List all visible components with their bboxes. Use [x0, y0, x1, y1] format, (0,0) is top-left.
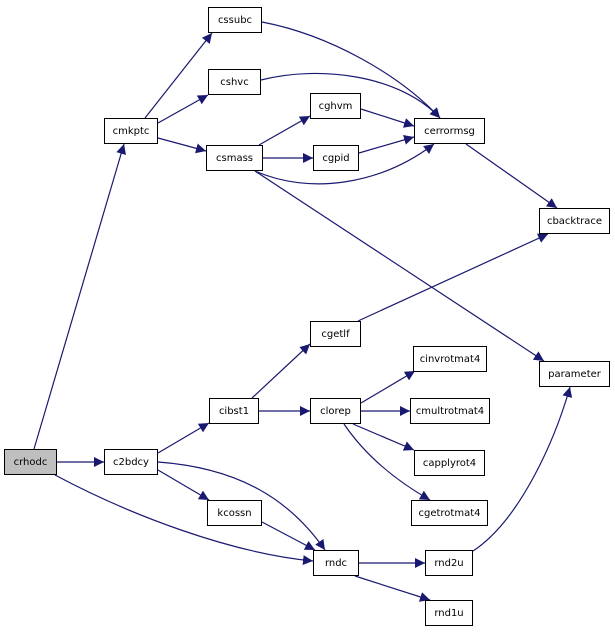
edge-c2bdcy-to-kcossn [157, 469, 210, 501]
edge-cshvc-to-cerrormsg [260, 72, 441, 119]
edge-cerrormsg-to-cbacktrace [465, 143, 558, 209]
node-cerrormsg[interactable]: cerrormsg [414, 118, 485, 144]
node-cbacktrace[interactable]: cbacktrace [539, 208, 610, 234]
edge-crhodc-to-cmkptc [33, 143, 126, 450]
edge-c2bdcy-to-cibst1 [157, 422, 210, 454]
edge-clorep-to-capplyrot4 [352, 423, 415, 451]
edge-rndc-to-rnd1u [354, 575, 431, 602]
node-rndc[interactable]: rndc [313, 550, 359, 576]
edge-rnd2u-to-parameter [472, 386, 573, 552]
node-cmultrotmat4[interactable]: cmultrotmat4 [410, 398, 490, 424]
node-cmkptc[interactable]: cmkptc [104, 118, 158, 144]
node-cghvm[interactable]: cghvm [310, 93, 361, 119]
node-parameter[interactable]: parameter [539, 361, 610, 387]
edge-csmass-to-parameter [254, 170, 545, 362]
node-csmass[interactable]: csmass [206, 145, 263, 171]
edge-crhodc-to-rndc [54, 474, 314, 566]
edge-cmkptc-to-cshvc [157, 94, 209, 124]
node-c2bdcy[interactable]: c2bdcy [104, 449, 158, 475]
edge-cgpid-to-cerrormsg [358, 134, 415, 154]
node-rnd2u[interactable]: rnd2u [425, 550, 473, 576]
edge-clorep-to-cgetrotmat4 [343, 423, 431, 501]
node-cshvc[interactable]: cshvc [208, 69, 261, 95]
node-rnd1u[interactable]: rnd1u [425, 600, 473, 626]
edge-kcossn-to-rndc [261, 521, 316, 551]
node-kcossn[interactable]: kcossn [207, 500, 262, 526]
edge-cmkptc-to-cssubc [144, 32, 213, 119]
edge-c2bdcy-to-rndc [157, 461, 326, 551]
node-cgpid[interactable]: cgpid [313, 145, 359, 171]
node-cgetrotmat4[interactable]: cgetrotmat4 [411, 500, 488, 526]
node-capplyrot4[interactable]: capplyrot4 [414, 450, 485, 476]
edge-cibst1-to-cgetlf [251, 343, 311, 399]
edge-cgetlf-to-cbacktrace [357, 233, 549, 322]
edge-cssubc-to-cerrormsg [261, 21, 441, 119]
edge-cmkptc-to-csmass [157, 137, 207, 154]
edge-csmass-to-cghvm [258, 115, 311, 146]
edge-cghvm-to-cerrormsg [360, 108, 415, 128]
node-crhodc: crhodc [4, 449, 57, 475]
node-cgetlf[interactable]: cgetlf [310, 321, 361, 347]
edge-clorep-to-cinvrotmat4 [360, 370, 416, 404]
node-cssubc[interactable]: cssubc [208, 7, 262, 33]
node-cibst1[interactable]: cibst1 [209, 398, 259, 424]
node-clorep[interactable]: clorep [310, 398, 361, 424]
node-cinvrotmat4[interactable]: cinvrotmat4 [413, 346, 487, 372]
edge-csmass-to-cerrormsg [254, 143, 435, 185]
